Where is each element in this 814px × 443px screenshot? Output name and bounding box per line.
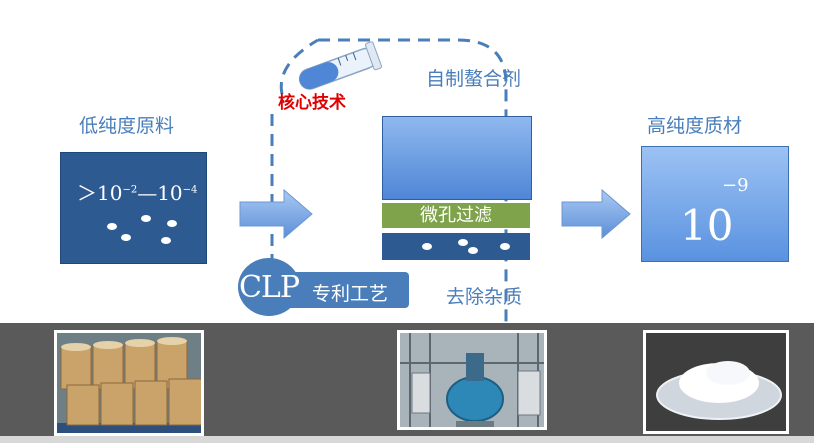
raw-exp-left: −2	[122, 184, 138, 196]
remove-impurity-label: 去除杂质	[446, 286, 523, 308]
impurity-dot	[141, 215, 151, 222]
raw-prefix: ＞	[77, 181, 97, 205]
impurity-dot	[107, 223, 117, 230]
raw-base-left: 10	[97, 181, 123, 205]
high-purity-box: −9 10	[641, 146, 789, 262]
high-purity-label: 高纯度质材	[647, 115, 743, 137]
impurity-dot	[468, 247, 478, 254]
bottom-divider	[0, 436, 814, 443]
drums-icon	[57, 333, 201, 433]
impurity-dot	[422, 243, 432, 250]
reactor-icon	[400, 333, 544, 427]
micro-filter-bar: 微孔过滤	[382, 203, 530, 228]
clp-logo: CLP	[238, 258, 300, 316]
impurity-dot	[121, 234, 131, 241]
chelation-tank	[382, 116, 532, 200]
arrow-right-icon	[239, 188, 313, 240]
reactor-photo	[397, 330, 547, 430]
arrow-right-icon	[561, 188, 631, 240]
impurity-dot	[500, 243, 510, 250]
test-tube-icon	[298, 41, 382, 90]
clp-logo-text: CLP	[238, 270, 300, 305]
high-exponent: −9	[722, 175, 749, 196]
drums-photo	[54, 330, 204, 436]
raw-material-box: ＞10−2—10−4	[60, 152, 207, 264]
impurity-dot	[458, 239, 468, 246]
impurity-dot	[161, 237, 171, 244]
raw-base-right: 10	[157, 181, 183, 205]
chelating-agent-label: 自制螯合剂	[426, 68, 522, 90]
powder-photo	[643, 330, 789, 434]
core-tech-label: 核心技术	[278, 93, 346, 113]
impurity-layer	[382, 233, 530, 260]
impurity-dot	[167, 220, 177, 227]
raw-material-label: 低纯度原料	[79, 115, 175, 137]
raw-dash: —	[137, 181, 158, 205]
raw-exp-right: −4	[182, 184, 198, 196]
high-base: 10	[680, 201, 734, 250]
patent-process-label: 专利工艺	[312, 283, 389, 305]
powder-dish-icon	[646, 333, 786, 431]
